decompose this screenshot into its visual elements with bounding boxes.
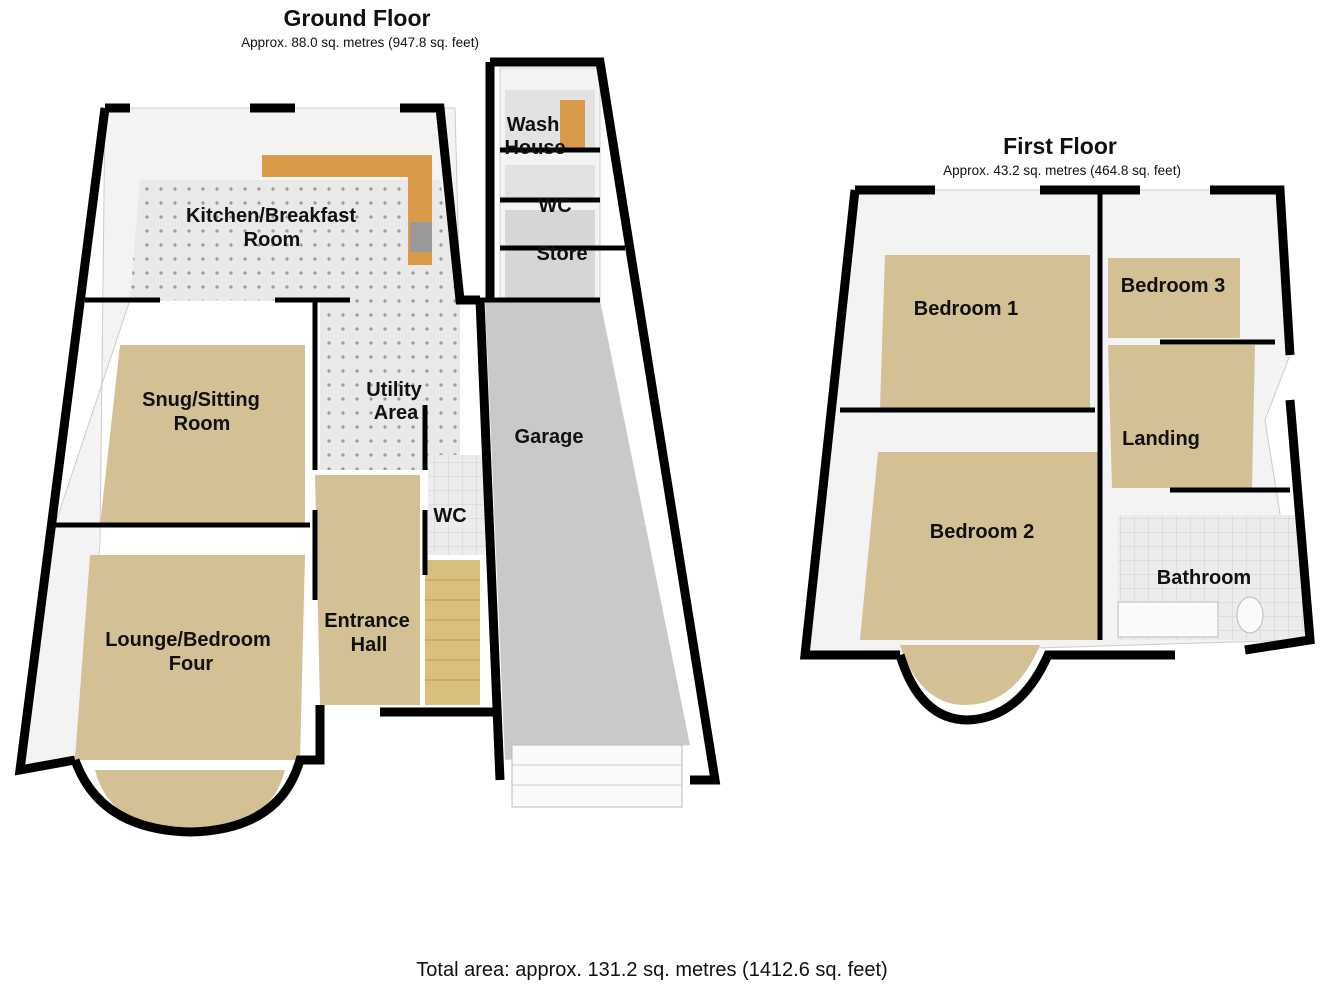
first-floor-area: Approx. 43.2 sq. metres (464.8 sq. feet) (943, 163, 1181, 178)
wc-label: WC (433, 505, 466, 527)
store-floor (505, 210, 595, 298)
kitchen-worktop (262, 155, 432, 177)
garage-floor (485, 300, 690, 760)
ground-floor-plan: Kitchen/Breakfast Room Snug/Sitting Room… (14, 57, 721, 837)
lounge-label-2: Four (169, 653, 214, 675)
lounge-bay (95, 770, 285, 830)
bedroom2-floor (860, 452, 1098, 640)
wash-house-door[interactable] (560, 100, 585, 150)
landing-label: Landing (1122, 428, 1200, 450)
wall (490, 57, 721, 785)
snug-label-2: Room (174, 413, 231, 435)
utility-label: Utility (366, 379, 422, 401)
hall-label-2: Hall (351, 634, 388, 656)
garage-label: Garage (515, 426, 584, 448)
bedroom2-bay (900, 645, 1040, 705)
ground-floor-area: Approx. 88.0 sq. metres (947.8 sq. feet) (241, 35, 479, 50)
kitchen-label: Kitchen/Breakfast (186, 205, 356, 227)
lounge-label: Lounge/Bedroom (105, 629, 271, 651)
wall (1244, 399, 1315, 655)
wc2-floor (505, 165, 595, 200)
total-area: Total area: approx. 131.2 sq. metres (14… (416, 959, 887, 981)
bay-wall (70, 705, 325, 837)
wall (1210, 185, 1295, 356)
hall-label: Entrance (324, 610, 410, 632)
store-label: Store (536, 243, 587, 265)
bedroom1-floor (880, 255, 1090, 408)
garage-door[interactable] (511, 744, 683, 808)
snug-floor (100, 345, 305, 525)
wash-house-label-2: House (504, 137, 565, 159)
snug-label: Snug/Sitting (142, 389, 260, 411)
bathroom-label: Bathroom (1157, 567, 1251, 589)
bedroom3-floor (1108, 258, 1240, 338)
wall (799, 189, 900, 660)
hob-icon (410, 222, 432, 252)
hall-floor (315, 475, 420, 705)
landing-floor (1108, 345, 1255, 488)
first-floor-plan: Bedroom 1 Bedroom 3 Landing Bedroom 2 Ba… (799, 185, 1315, 725)
first-floor-title: First Floor (1003, 133, 1117, 159)
bath-tub (1117, 601, 1219, 638)
kitchen-label-2: Room (244, 229, 301, 251)
wc-floor (428, 455, 485, 555)
bedroom1-label: Bedroom 1 (914, 298, 1018, 320)
wall (400, 103, 480, 305)
bay-wall (895, 650, 1175, 725)
wc2-label: WC (538, 195, 571, 217)
wall (14, 107, 110, 776)
wall (475, 299, 505, 781)
stairs (425, 560, 480, 705)
utility-label-2: Area (374, 402, 419, 424)
wash-house-label: Wash (507, 114, 560, 136)
bedroom3-label: Bedroom 3 (1121, 275, 1225, 297)
toilet (1236, 596, 1264, 634)
lounge-floor (75, 555, 305, 760)
bedroom2-label: Bedroom 2 (930, 521, 1034, 543)
ground-floor-title: Ground Floor (284, 5, 431, 31)
